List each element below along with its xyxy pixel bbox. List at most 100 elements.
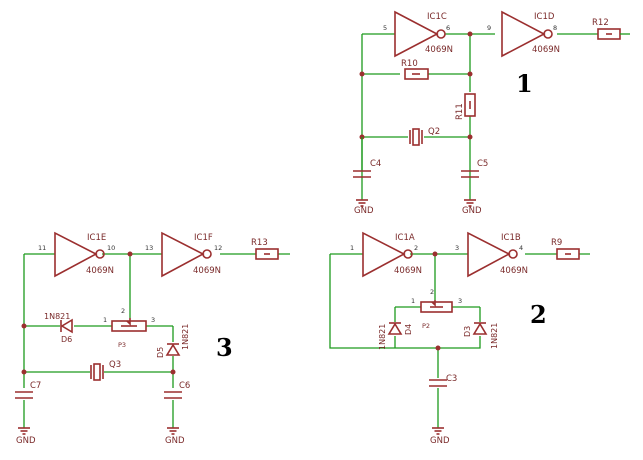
schematic-label: C3: [446, 374, 457, 384]
schematic-shape: [93, 363, 101, 381]
schematic-shape: [111, 320, 147, 332]
schematic-label: 1: [411, 297, 415, 305]
schematic-shape: [404, 68, 429, 80]
schematic-label: D5: [156, 347, 165, 358]
schematic-label: 2: [414, 244, 418, 252]
ground-icon: GND: [165, 427, 185, 446]
schematic-label: P2: [422, 322, 430, 330]
junctions: [21, 251, 176, 375]
schematic-label: GND: [462, 206, 482, 216]
gate-part: 4069N: [532, 45, 560, 55]
diode-d6: 1N821 D6: [44, 312, 73, 344]
schematic-shape: [165, 343, 181, 356]
circuit-3: 11 10 IC1E 4069N 13 12 IC1F 4069N R13 1 …: [15, 231, 290, 446]
schematic-label: C7: [30, 381, 41, 391]
schematic-shape: [394, 10, 439, 58]
schematic-shape: [60, 318, 73, 334]
schematic-shape: [412, 128, 420, 146]
schematic-shape: [21, 369, 27, 375]
schematic-shape: [432, 251, 438, 257]
schematic-label: GND: [430, 436, 450, 446]
gate-name: IC1A: [395, 233, 415, 243]
schematic-shape: [556, 248, 580, 260]
diode-d3: D3 1N821: [463, 322, 499, 349]
schematic-shape: [54, 231, 98, 278]
capacitor-c4: C4: [353, 137, 381, 178]
diode-d4: 1N821 D4: [378, 322, 413, 350]
inverter-ic1e: 11 10 IC1E 4069N: [38, 231, 115, 278]
schematic-label: C5: [477, 159, 488, 169]
schematic-label: GND: [165, 436, 185, 446]
schematic-shape: [472, 322, 488, 335]
gate-part: 4069N: [86, 266, 114, 276]
schematic-shape: [431, 300, 436, 307]
schematic-shape: [161, 231, 205, 278]
schematic-shape: [21, 323, 27, 329]
capacitor-c7: C7: [15, 381, 41, 399]
capacitor-c5: C5: [461, 159, 488, 178]
wire: [329, 253, 590, 428]
schematic-shape: [508, 249, 518, 259]
schematic-label: GND: [16, 436, 36, 446]
schematic-label: 1: [350, 244, 354, 252]
schematic-shape: [436, 29, 446, 39]
schematic-label: R9: [551, 238, 562, 248]
schematic-label: 8: [553, 24, 557, 32]
inverter-ic1f: 13 12 IC1F 4069N: [145, 231, 222, 278]
crystal-q2: Q2: [409, 127, 440, 146]
schematic-label: 3: [151, 316, 155, 324]
schematic-shape: [403, 249, 413, 259]
schematic-shape: [255, 248, 279, 260]
ground-icon: GND: [16, 427, 36, 446]
schematic-label: D4: [404, 324, 413, 335]
schematic-label: 1N821: [44, 312, 70, 321]
schematic-label: 2: [430, 288, 434, 296]
schematic-shape: [435, 345, 441, 351]
schematic-label: 1N821: [378, 324, 387, 350]
schematic-label: 9: [487, 24, 491, 32]
wire: [361, 33, 598, 200]
capacitor-c6: C6: [164, 381, 190, 399]
schematic-label: 5: [383, 24, 387, 32]
schematic-shape: [467, 71, 473, 77]
gate-name: IC1F: [194, 233, 213, 243]
gate-name: IC1C: [427, 12, 447, 22]
schematic-shape: [362, 231, 406, 278]
schematic-shape: [543, 29, 553, 39]
gate-name: IC1D: [534, 12, 555, 22]
schematic-label: 12: [214, 244, 222, 252]
schematic-label: 10: [107, 244, 115, 252]
resistor-r12: R12: [592, 18, 630, 40]
gate-part: 4069N: [500, 266, 528, 276]
schematic-label: 1: [103, 316, 107, 324]
ground-icon: GND: [462, 199, 482, 216]
schematic-label: D6: [61, 335, 72, 344]
schematic-shape: [95, 249, 105, 259]
schematic-shape: [126, 318, 131, 326]
circuit-number: 2: [530, 300, 547, 329]
schematic-label: D3: [463, 326, 472, 337]
schematic-shape: [202, 249, 212, 259]
ground-icon: GND: [430, 427, 450, 446]
circuit-2: 1 2 IC1A 4069N 3 4 IC1B 4069N R9 1 2 3: [329, 231, 590, 446]
resistor-r11: R11: [455, 93, 476, 120]
gate-part: 4069N: [425, 45, 453, 55]
schematic-label: 4: [519, 244, 523, 252]
resistor-r9: R9: [551, 238, 580, 260]
schematic-label: Q2: [428, 127, 440, 137]
schematic-label: 1N821: [181, 324, 190, 350]
schematic-shape: [420, 301, 453, 313]
schematic-shape: [501, 10, 546, 58]
gate-part: 4069N: [193, 266, 221, 276]
gate-name: IC1E: [87, 233, 106, 243]
schematic-label: P3: [118, 341, 126, 349]
schematic-shape: [467, 31, 473, 37]
schematic-shape: [170, 369, 176, 375]
schematic-shape: [387, 322, 403, 335]
inverter-ic1d: 9 8 IC1D 4069N: [487, 10, 560, 58]
inverter-ic1b: 3 4 IC1B 4069N: [455, 231, 528, 278]
ground-icon: GND: [354, 199, 374, 216]
schematic-label: C6: [179, 381, 190, 391]
circuit-number: 1: [516, 69, 533, 98]
potentiometer-p3: 1 2 3 P3: [103, 307, 155, 349]
